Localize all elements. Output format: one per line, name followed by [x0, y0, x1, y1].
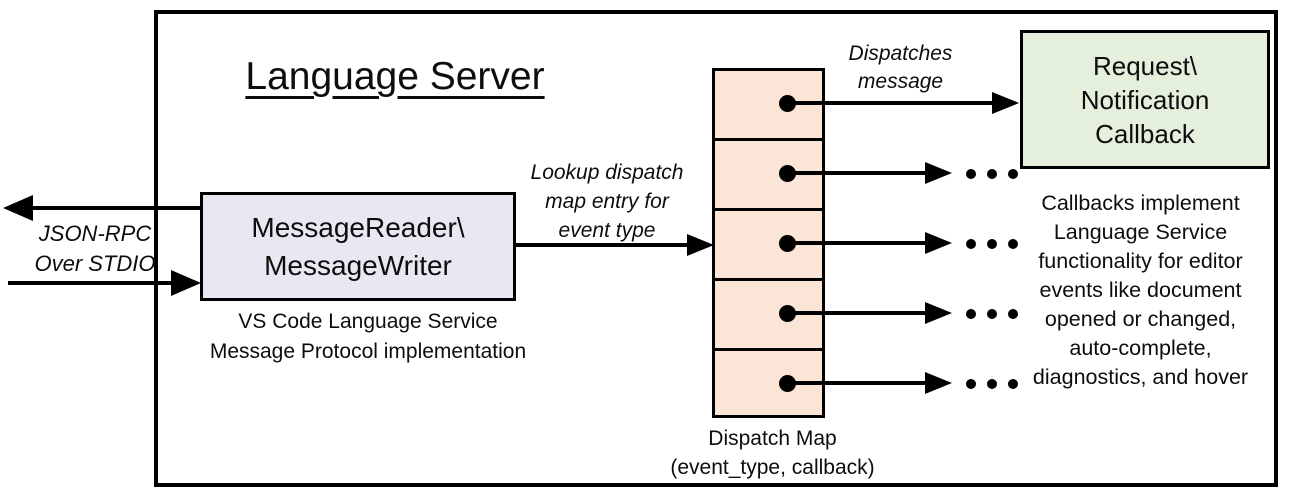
dispatch-arrowhead-icon [925, 232, 952, 254]
dispatch-map-cell [715, 281, 822, 351]
reader-box-line2: MessageWriter [264, 249, 452, 281]
lookup-arrowhead-icon [687, 234, 714, 256]
ellipsis-dot [966, 169, 976, 179]
jsonrpc-out-arrow-line [30, 206, 200, 210]
dispatch-arrow-line [788, 241, 927, 245]
dispatches-label: Dispatches message [848, 42, 953, 93]
language-server-boundary [154, 10, 1278, 487]
ellipsis-dot [1008, 169, 1018, 179]
map-divider [715, 138, 822, 141]
map-divider [715, 348, 822, 351]
map-entry-dot [779, 165, 796, 182]
map-divider [715, 208, 822, 211]
map-entry-dot [779, 375, 796, 392]
lookup-arrow-line [516, 243, 688, 247]
dispatch-arrowhead-icon [925, 162, 952, 184]
dispatch-arrow-line [788, 311, 927, 315]
map-entry-dot [779, 235, 796, 252]
callback-box-line3: Callback [1095, 118, 1195, 149]
ellipsis-dot [1008, 309, 1018, 319]
reader-caption: VS Code Language Service Message Protoco… [209, 310, 527, 363]
ellipsis-dot [1008, 379, 1018, 389]
dispatch-map-cell [715, 211, 822, 281]
map-entry-dot [779, 305, 796, 322]
dispatch-map-cell [715, 351, 822, 421]
diagram-title: Language Server [245, 55, 545, 98]
dispatch-map-caption: Dispatch Map (event_type, callback) [670, 427, 875, 479]
lookup-label: Lookup dispatch map entry for event type [530, 161, 684, 242]
map-entry-dot [779, 95, 796, 112]
dispatch-map-cell [715, 71, 822, 141]
ellipsis-dot [987, 309, 997, 319]
map-divider [715, 278, 822, 281]
ellipsis-dot [987, 239, 997, 249]
ellipsis-dot [987, 169, 997, 179]
dispatch-arrow-line [788, 101, 993, 105]
reader-box-line1: MessageReader\ [251, 211, 465, 243]
ellipsis-dot [987, 379, 997, 389]
request-notification-callback-box: Request\ Notification Callback [1020, 30, 1270, 169]
dispatch-arrow-line [788, 171, 927, 175]
jsonrpc-in-arrow-line [8, 281, 173, 285]
dispatch-map-cell [715, 141, 822, 211]
callback-box-line2: Notification [1080, 84, 1210, 115]
callback-box-line1: Request\ [1092, 50, 1198, 81]
ellipsis-dot [966, 309, 976, 319]
dispatch-arrow-line [788, 381, 927, 385]
dispatch-arrowhead-icon [925, 302, 952, 324]
ellipsis-dot [1008, 239, 1018, 249]
ellipsis-dot [966, 379, 976, 389]
dispatch-arrowhead-icon [992, 92, 1019, 114]
message-reader-writer-box: MessageReader\ MessageWriter [200, 192, 516, 301]
jsonrpc-out-arrowhead-icon [3, 195, 33, 221]
ellipsis-dot [966, 239, 976, 249]
jsonrpc-in-arrowhead-icon [171, 270, 201, 296]
dispatch-arrowhead-icon [925, 372, 952, 394]
callback-caption: Callbacks implement Language Service fun… [1032, 191, 1249, 389]
jsonrpc-label: JSON-RPC Over STDIO [34, 221, 156, 276]
